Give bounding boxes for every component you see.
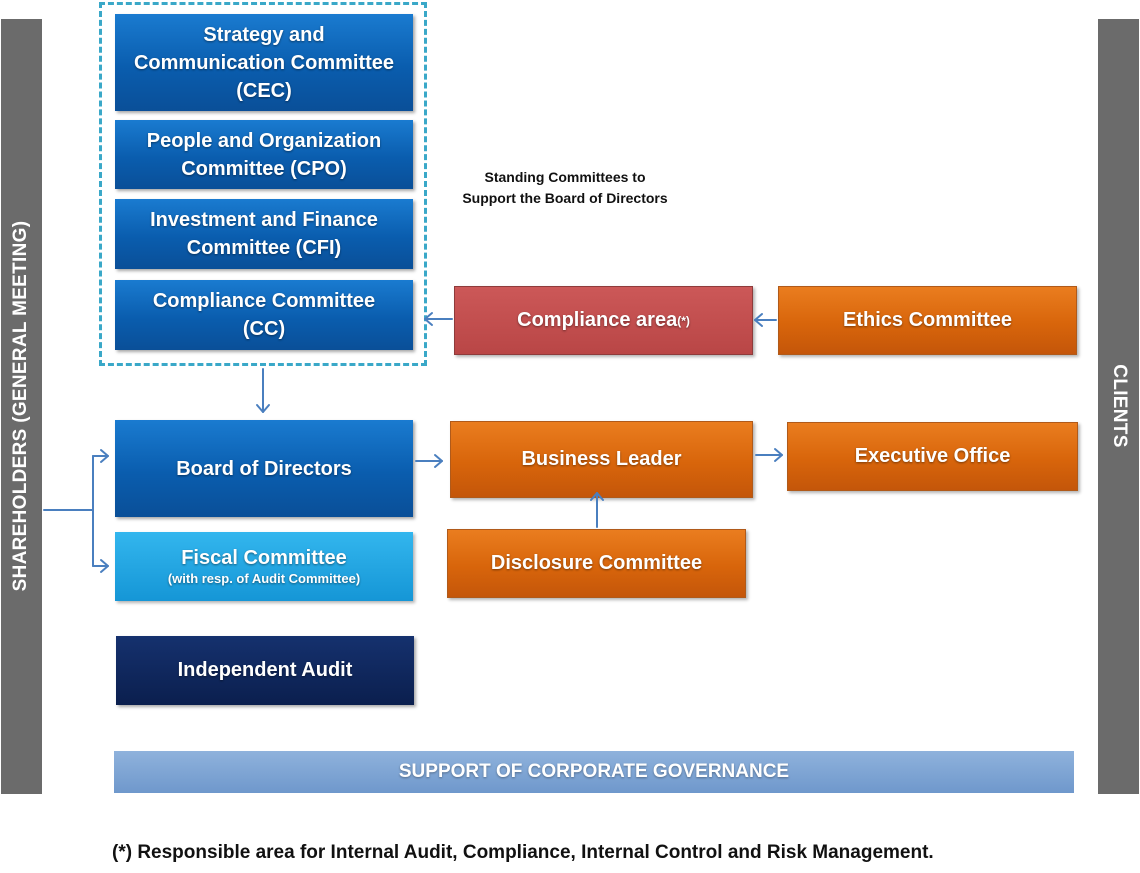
arrow-head-ethics-compliance xyxy=(754,313,763,327)
arrow-head-business-executive xyxy=(774,448,783,462)
fiscal-committee-line2: (with resp. of Audit Committee) xyxy=(167,570,361,586)
cfi-line1: Investment and Finance xyxy=(150,209,378,231)
cc-line2: (CC) xyxy=(242,318,286,340)
ethics-committee-label: Ethics Committee xyxy=(843,309,1012,331)
ethics-committee: Ethics Committee xyxy=(778,286,1077,355)
executive-office: Executive Office xyxy=(787,422,1078,491)
cpo-line2: Committee (CPO) xyxy=(181,157,347,180)
standing-committees-group xyxy=(99,2,427,366)
arrow-head-committees-board xyxy=(256,404,270,413)
support-label: SUPPORT OF CORPORATE GOVERNANCE xyxy=(398,761,790,782)
shareholders-bar xyxy=(1,19,42,794)
independent-audit: Independent Audit xyxy=(116,636,414,705)
board-of-directors: Board of Directors xyxy=(115,420,413,517)
strategy-communication-committee: Strategy and Communication Committee (CE… xyxy=(115,14,413,111)
clients-bar xyxy=(1098,19,1139,794)
compliance-area-marker: (*) xyxy=(677,313,690,328)
fiscal-committee: Fiscal Committee (with resp. of Audit Co… xyxy=(115,532,413,601)
arrow-head-fiscal xyxy=(100,559,109,573)
cec-line1: Strategy and xyxy=(203,23,325,46)
arrow-head-compliance-cc xyxy=(424,312,433,326)
arrow-head-disclosure-business xyxy=(590,492,604,501)
cpo-line1: People and Organization xyxy=(146,129,382,152)
arrow-head-board xyxy=(100,449,109,463)
disclosure-committee: Disclosure Committee xyxy=(447,529,746,598)
compliance-committee: Compliance Committee (CC) xyxy=(115,280,413,350)
standing-committees-note: Standing Committees to Support the Board… xyxy=(440,167,690,209)
business-leader: Business Leader xyxy=(450,421,753,498)
business-leader-label: Business Leader xyxy=(521,448,682,470)
note-line1: Standing Committees to xyxy=(484,169,646,185)
independent-audit-label: Independent Audit xyxy=(177,659,353,681)
footnote: (*) Responsible area for Internal Audit,… xyxy=(112,842,934,863)
cec-line2: Communication Committee xyxy=(133,51,395,74)
support-of-corporate-governance: SUPPORT OF CORPORATE GOVERNANCE xyxy=(114,751,1074,793)
people-organization-committee: People and Organization Committee (CPO) xyxy=(115,120,413,189)
arrow-head-board-business xyxy=(434,454,443,468)
executive-office-label: Executive Office xyxy=(854,445,1011,467)
cec-line3: (CEC) xyxy=(236,79,292,102)
fiscal-committee-line1: Fiscal Committee xyxy=(181,546,347,569)
cc-line1: Compliance Committee xyxy=(152,290,376,312)
disclosure-committee-label: Disclosure Committee xyxy=(490,552,703,574)
board-of-directors-label: Board of Directors xyxy=(176,457,352,480)
note-line2: Support the Board of Directors xyxy=(462,190,668,206)
investment-finance-committee: Investment and Finance Committee (CFI) xyxy=(115,199,413,269)
compliance-area-label: Compliance area xyxy=(517,309,678,331)
cfi-line2: Committee (CFI) xyxy=(186,237,342,259)
compliance-area: Compliance area(*) xyxy=(454,286,753,355)
